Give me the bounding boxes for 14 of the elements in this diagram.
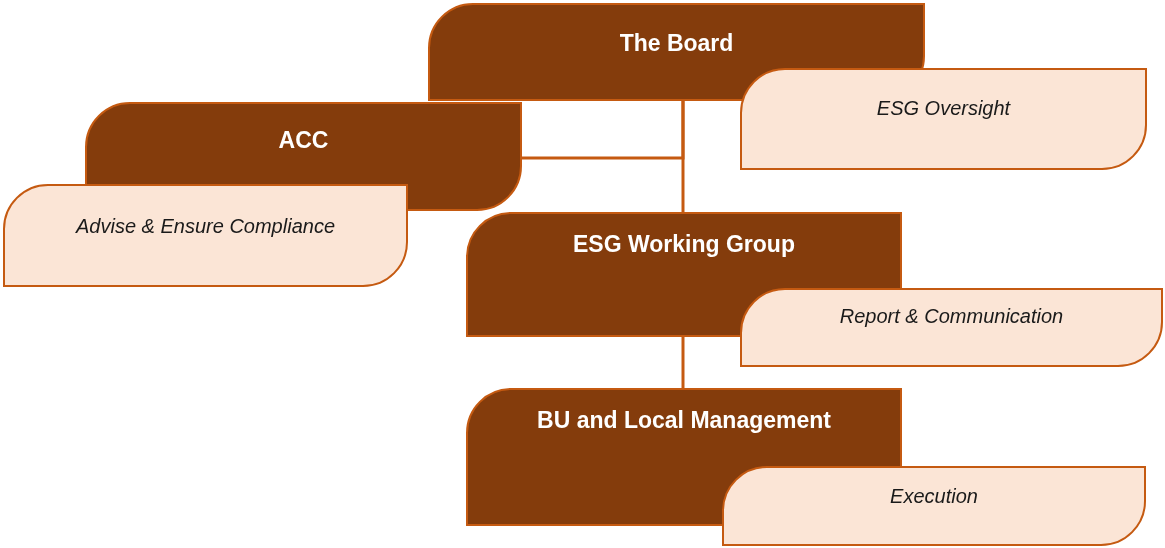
role-box [740,68,1147,170]
unit-title: ACC [278,126,329,154]
role-text: Advise & Ensure Compliance [76,214,335,239]
role-text: Execution [890,484,978,509]
connector-line [681,337,685,388]
connector-line [681,101,685,212]
role-box [740,288,1163,367]
role-box [3,184,408,287]
role-text: Report & Communication [839,304,1064,329]
role-text: ESG Oversight [876,96,1011,121]
role-box [722,466,1146,546]
unit-title: ESG Working Group [573,230,795,258]
unit-title: BU and Local Management [537,406,831,434]
unit-title: The Board [619,29,734,57]
